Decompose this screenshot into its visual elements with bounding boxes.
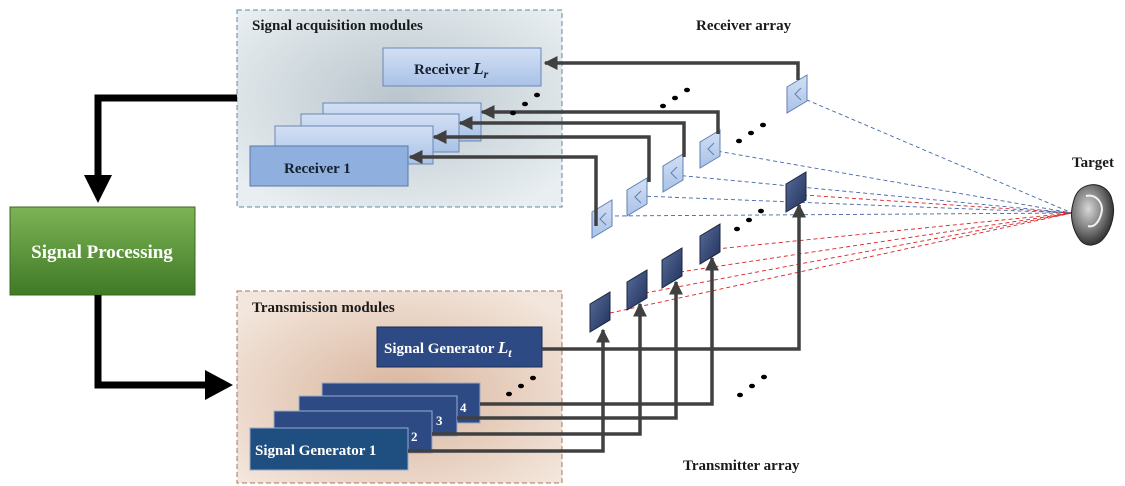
receiver-first-label: Receiver 1 — [284, 161, 351, 177]
target: Target — [1071, 155, 1115, 246]
ellipsis-dots — [506, 87, 767, 398]
generator-num-3: 3 — [436, 413, 443, 428]
flow-arrow-to-processing — [94, 94, 237, 178]
receiver-array: Receiver array — [591, 18, 808, 239]
transmit-connectors — [408, 203, 806, 453]
receiver-first-card — [249, 145, 409, 187]
flow-arrowhead-right — [205, 370, 233, 400]
target-object-icon — [1071, 184, 1115, 246]
generator-last-label: Signal Generator Lt — [384, 338, 512, 360]
generator-stack: Signal Generator Lt 4 3 2 Signal Generat… — [249, 326, 543, 471]
receive-connectors — [408, 56, 800, 226]
receiver-element — [662, 153, 684, 193]
transmit-rays — [609, 194, 1073, 314]
transmitter-element — [626, 269, 648, 311]
signal-processing-label: Signal Processing — [31, 242, 173, 263]
generator-num-4: 4 — [460, 400, 467, 415]
generator-first-label: Signal Generator 1 — [255, 443, 376, 459]
flow-arrow-to-generators — [94, 295, 208, 389]
transmitter-element — [661, 247, 683, 289]
acquisition-title: Signal acquisition modules — [252, 18, 423, 34]
transmitter-array-label: Transmitter array — [683, 458, 800, 474]
generator-last-card — [376, 326, 543, 368]
target-label: Target — [1072, 155, 1114, 171]
flow-arrowhead-down — [84, 175, 112, 203]
receiver-stack: Receiver Lr Receiver 1 — [249, 47, 542, 187]
generator-first-card — [249, 427, 409, 471]
transmitter-element-last — [785, 171, 807, 213]
generator-num-2: 2 — [411, 429, 418, 444]
transmitter-element — [589, 291, 611, 333]
receive-rays — [607, 96, 1073, 217]
receiver-last-card — [382, 47, 542, 87]
transmitter-element — [699, 223, 721, 265]
processing-flow: Signal Processing — [9, 94, 237, 400]
receiver-element — [626, 177, 648, 217]
transmitter-array: Transmitter array — [589, 171, 807, 474]
receiver-element — [699, 129, 721, 169]
receiver-element-last — [786, 74, 808, 114]
signal-processing-block — [9, 206, 196, 296]
transmission-title: Transmission modules — [252, 300, 395, 316]
receiver-array-label: Receiver array — [696, 18, 792, 34]
receiver-last-label: Receiver Lr — [414, 59, 489, 81]
